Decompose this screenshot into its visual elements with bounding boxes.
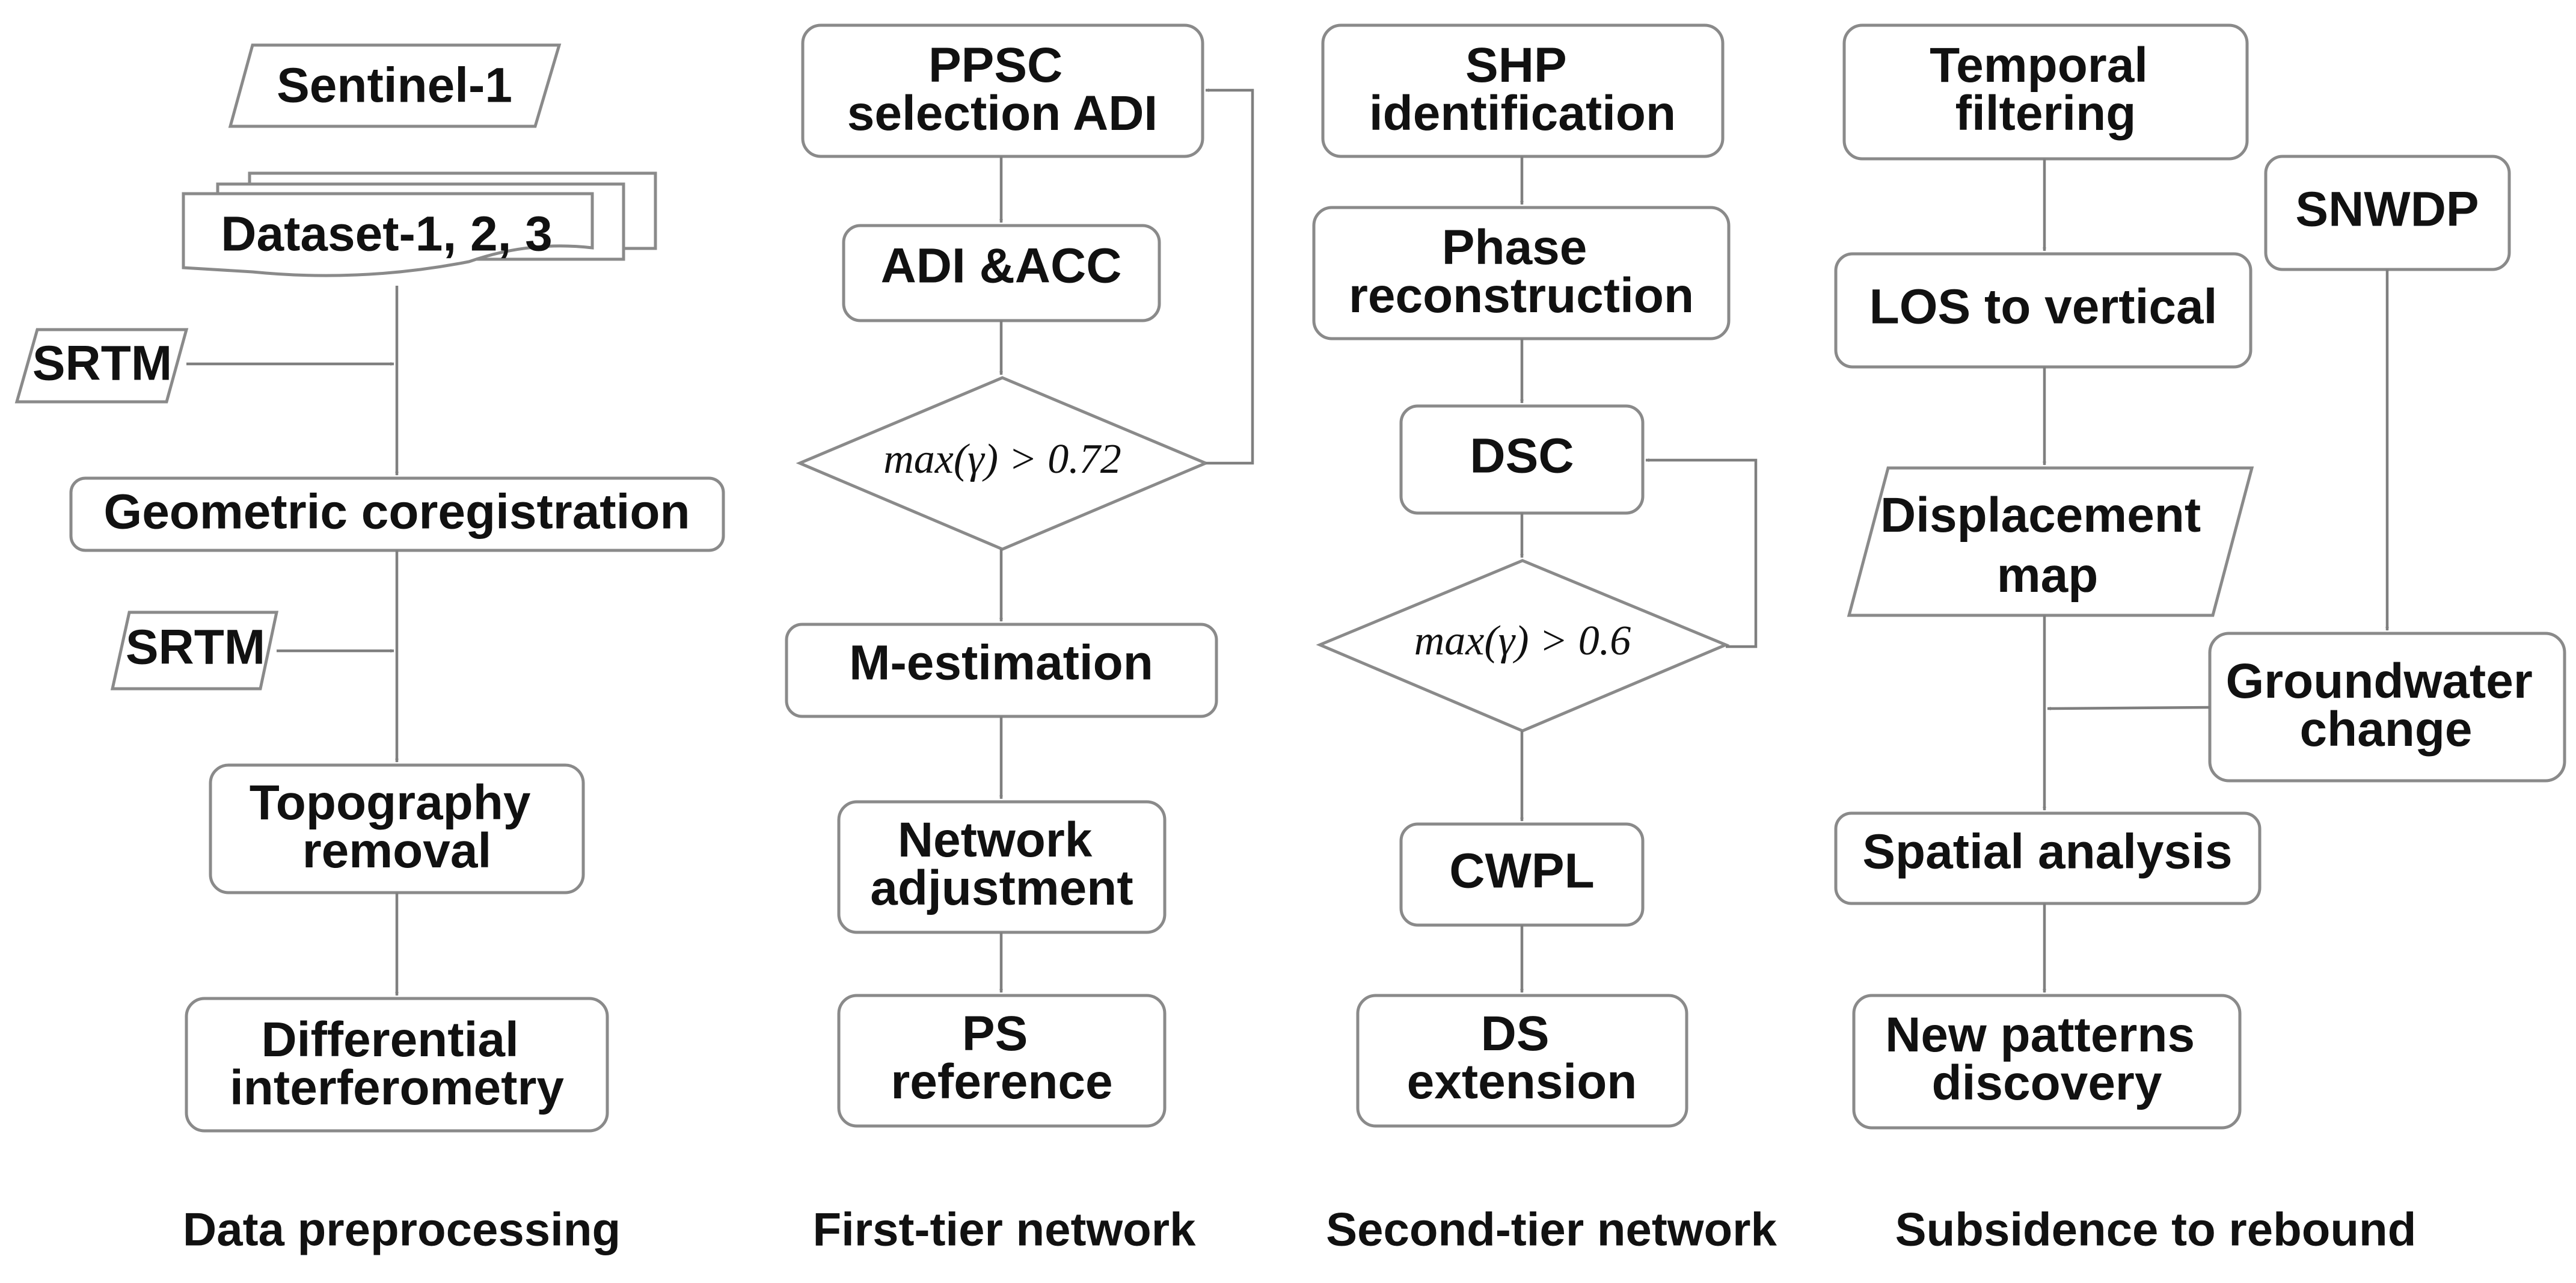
net-adj-line2: adjustment xyxy=(870,861,1133,915)
ps-ref-line1: PS xyxy=(962,1006,1028,1061)
arrow-cond2-loop xyxy=(1645,458,1758,648)
new-patterns-node xyxy=(1852,994,2242,1130)
sentinel-label: Sentinel-1 xyxy=(277,58,512,113)
phase-recon-line1: Phase xyxy=(1442,220,1587,275)
displacement-node xyxy=(1847,466,2254,617)
groundwater-line2: change xyxy=(2299,702,2472,757)
new-patterns-line2: discovery xyxy=(1932,1056,2162,1110)
diff-interf-node xyxy=(185,997,609,1133)
displacement-line2: map xyxy=(1997,548,2099,603)
snwdp-label: SNWDP xyxy=(2295,182,2479,237)
srtm-input-1 xyxy=(14,328,189,404)
col2-group: PPSC selection ADI ADI &ACC max(γ) > 0.7… xyxy=(785,23,1254,1128)
col3-group: SHP identification Phase reconstruction … xyxy=(1312,23,1758,1128)
groundwater-label: Groundwater change xyxy=(2225,654,2546,757)
ppsc-line1: PPSC xyxy=(928,38,1063,93)
groundwater-line1: Groundwater xyxy=(2225,654,2532,709)
ppsc-label: PPSC selection ADI xyxy=(847,38,1158,141)
groundwater-node xyxy=(2208,632,2566,783)
ds-ext-line1: DS xyxy=(1481,1006,1550,1061)
arrow-groundwater-to-main xyxy=(2047,706,2210,710)
caption-col4: Subsidence to rebound xyxy=(1895,1203,2417,1256)
los-label: LOS to vertical xyxy=(1869,280,2218,334)
ds-ext-line2: extension xyxy=(1407,1054,1637,1109)
adi-acc-label: ADI &ACC xyxy=(881,239,1122,294)
ps-ref-label: PS reference xyxy=(891,1006,1112,1109)
m-est-label: M-estimation xyxy=(849,636,1153,691)
srtm-label-1: SRTM xyxy=(32,336,172,391)
shp-label: SHP identification xyxy=(1369,38,1676,141)
displacement-line1: Displacement xyxy=(1880,488,2201,543)
spatial-label: Spatial analysis xyxy=(1862,825,2232,879)
cond-2-label: max(γ) > 0.6 xyxy=(1414,618,1631,664)
shp-line2: identification xyxy=(1369,86,1676,141)
srtm-label-2: SRTM xyxy=(126,620,265,675)
temporal-label: Temporal filtering xyxy=(1930,38,2162,141)
ppsc-node xyxy=(801,23,1204,158)
phase-recon-label: Phase reconstruction xyxy=(1349,220,1694,323)
net-adj-line1: Network xyxy=(898,813,1093,867)
diff-interf-line1: Differential xyxy=(261,1012,518,1067)
new-patterns-line1: New patterns xyxy=(1885,1008,2195,1062)
cwpl-label: CWPL xyxy=(1449,844,1594,899)
new-patterns-label: New patterns discovery xyxy=(1885,1008,2209,1110)
temporal-line2: filtering xyxy=(1955,86,2136,141)
col4-group: Temporal filtering SNWDP LOS to vertical… xyxy=(1834,23,2566,1130)
caption-col3: Second-tier network xyxy=(1326,1203,1777,1256)
ds-ext-node xyxy=(1356,994,1688,1128)
spatial-node xyxy=(1834,811,2262,905)
topo-removal-line1: Topography xyxy=(250,775,531,830)
dsc-label: DSC xyxy=(1470,429,1574,484)
ps-ref-line2: reference xyxy=(891,1054,1112,1109)
srtm-input-2 xyxy=(110,611,279,691)
displacement-label: Displacement map xyxy=(1880,488,2215,603)
dataset-label: Dataset-1, 2, 3 xyxy=(221,207,553,262)
topo-removal-line2: removal xyxy=(302,823,492,878)
caption-col1: Data preprocessing xyxy=(183,1203,621,1256)
temporal-line1: Temporal xyxy=(1930,38,2148,93)
geo-coreg-label: Geometric coregistration xyxy=(103,485,690,540)
arrow-cond1-loop xyxy=(1205,88,1254,465)
col1-group: Sentinel-1 Dataset-1, 2, 3 SRTM Geometri… xyxy=(14,43,725,1133)
dataset-node xyxy=(182,171,657,277)
diff-interf-label: Differential interferometry xyxy=(230,1012,564,1115)
diff-interf-line2: interferometry xyxy=(230,1060,564,1115)
cond-1-label: max(γ) > 0.72 xyxy=(883,436,1121,482)
ppsc-line2: selection ADI xyxy=(847,86,1158,141)
shp-line1: SHP xyxy=(1465,38,1566,93)
ds-ext-label: DS extension xyxy=(1407,1006,1637,1109)
sentinel-node xyxy=(228,43,562,128)
net-adj-label: Network adjustment xyxy=(870,813,1133,915)
ps-ref-node xyxy=(837,994,1167,1128)
topo-removal-label: Topography removal xyxy=(250,775,544,878)
caption-col2: First-tier network xyxy=(812,1203,1196,1256)
phase-recon-line2: reconstruction xyxy=(1349,268,1694,323)
